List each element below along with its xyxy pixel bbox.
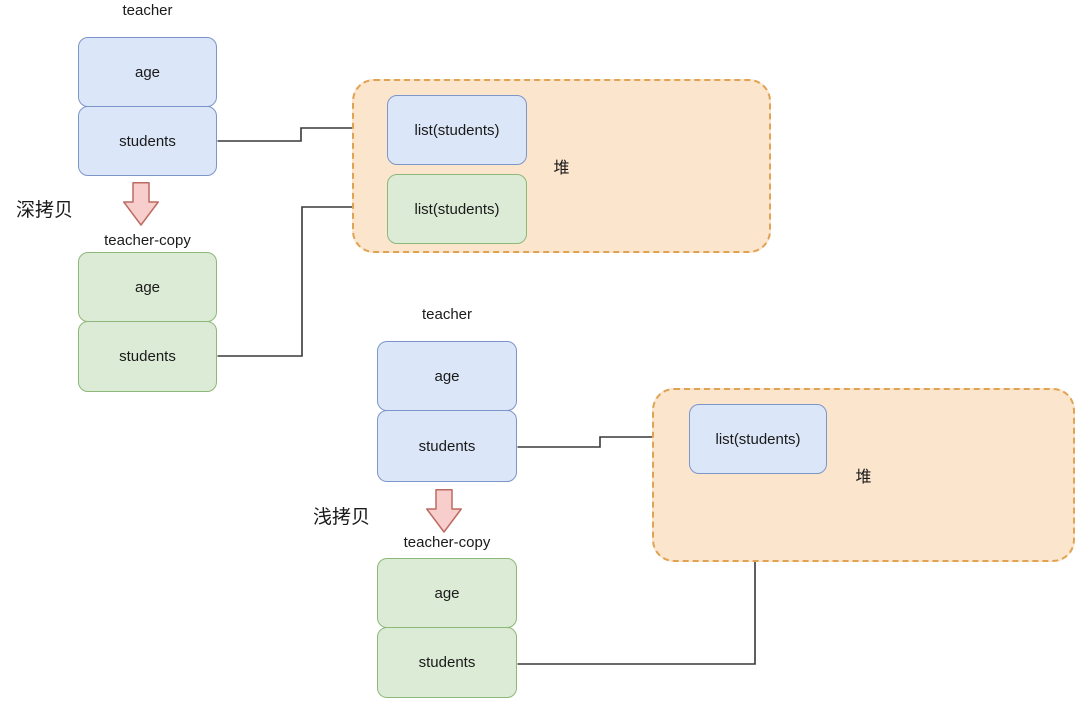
shallow-teacher-copy-students-cell: students <box>377 627 517 698</box>
shallow-teacher-copy-age-cell: age <box>377 558 517 628</box>
deep-heap-region: 堆 list(students) list(students) <box>352 79 771 253</box>
deep-teacher-students-cell: students <box>78 106 217 176</box>
connector-deep-teacher-to-heap <box>217 127 373 142</box>
deep-copy-label: 深拷贝 <box>16 200 74 221</box>
deep-heap-list-original: list(students) <box>387 95 527 165</box>
shallow-teacher-age-cell: age <box>377 341 517 411</box>
deep-teacher-copy-students-cell: students <box>78 321 217 392</box>
shallow-heap-region: 堆 list(students) <box>652 388 1075 562</box>
shallow-teacher-copy-title: teacher-copy <box>403 534 491 551</box>
shallow-teacher-students-cell: students <box>377 410 517 482</box>
deep-teacher-copy-title: teacher-copy <box>104 232 191 249</box>
deep-teacher-age-cell: age <box>78 37 217 107</box>
deep-copy-arrow-icon <box>123 182 159 226</box>
shallow-copy-label: 浅拷贝 <box>313 507 371 528</box>
shallow-heap-label: 堆 <box>855 469 872 486</box>
deep-teacher-title: teacher <box>122 2 173 19</box>
deep-teacher-copy-age-cell: age <box>78 252 217 322</box>
deep-heap-list-copy: list(students) <box>387 174 527 244</box>
shallow-copy-arrow-icon <box>426 489 462 533</box>
deep-heap-label: 堆 <box>553 160 570 177</box>
connector-deep-copy-to-heap <box>217 206 373 357</box>
shallow-heap-list-shared: list(students) <box>689 404 827 474</box>
shallow-teacher-title: teacher <box>421 306 473 323</box>
